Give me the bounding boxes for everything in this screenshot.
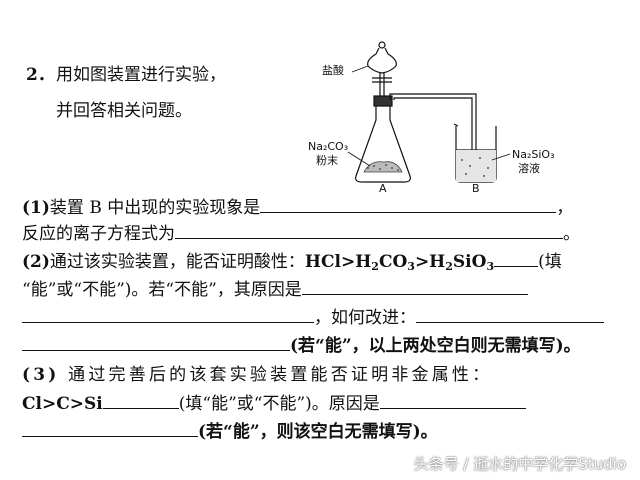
- part2-blank-can[interactable]: [494, 250, 539, 267]
- part2-line1-text: 通过该实验装置，能否证明酸性：: [49, 252, 305, 272]
- nonmetal-formula: Cl>C>Si: [22, 394, 103, 414]
- part2-line3-text: ，如何改进：: [314, 308, 416, 328]
- acidity-formula: HCl>H2CO3>H2SiO3: [305, 252, 494, 272]
- part3-line3: (若“能”，则该空白无需填写)。: [22, 420, 438, 443]
- part2-line2: “能”或“不能”)。若“不能”，其原因是: [22, 278, 528, 301]
- apparatus-drawing: [347, 41, 511, 183]
- part3-blank-reason[interactable]: [379, 392, 526, 409]
- part3-line1: (3) 通过完善后的该套实验装置能否证明非金属性：: [22, 364, 492, 386]
- question-intro-line1: 用如图装置进行实验，: [56, 65, 226, 85]
- part1-blank-phenomenon[interactable]: [260, 196, 557, 213]
- part3-line3-text: (若“能”，则该空白无需填写)。: [198, 422, 438, 442]
- part1-line2-end: 。: [563, 224, 580, 244]
- label-hcl: 盐酸: [322, 64, 344, 77]
- part1-tag: (1): [22, 198, 50, 218]
- part2-blank-reason[interactable]: [301, 278, 528, 295]
- part3-line2-text: (填“能”或“不能”)。原因是: [178, 394, 380, 414]
- formula-co3: CO: [378, 252, 408, 272]
- part3-line1-text: 通过完善后的该套实验装置能否证明非金属性：: [68, 365, 493, 385]
- funnel-stopper: [378, 41, 386, 49]
- formula-sio3: SiO: [452, 252, 487, 272]
- part2-line4-text: (若“能”，以上两处空白则无需填写)。: [290, 336, 581, 356]
- conical-flask-a: [355, 106, 411, 183]
- part1-line1-end: ，: [556, 198, 574, 218]
- na2co3-powder: [363, 161, 403, 173]
- flask-stopper: [373, 95, 393, 107]
- question-intro-line2: 并回答相关问题。: [56, 101, 192, 121]
- formula-sub-3b: 3: [486, 260, 495, 273]
- part2-blank-reason-cont[interactable]: [22, 306, 314, 323]
- part3-tag: (3): [22, 365, 60, 385]
- funnel-bulb: [367, 47, 397, 74]
- part3-line2: Cl>C>Si (填“能”或“不能”)。原因是: [22, 392, 526, 415]
- part1-line1: (1)装置 B 中出现的实验现象是 ，: [22, 196, 573, 219]
- apparatus-diagram: 盐酸 Na₂CO₃ 粉末 A B Na₂SiO₃ 溶液: [296, 36, 576, 196]
- part2-line3: ，如何改进：: [22, 306, 604, 329]
- label-flask-a: A: [379, 182, 387, 195]
- part3-blank-can[interactable]: [102, 392, 179, 409]
- part1-line1-text: 装置 B 中出现的实验现象是: [49, 198, 261, 218]
- label-na2co3: Na₂CO₃: [308, 140, 349, 153]
- formula-hcl: HCl>H: [304, 252, 372, 272]
- part2-blank-improve[interactable]: [416, 306, 604, 323]
- label-solution: 溶液: [518, 162, 540, 175]
- part2-line1: (2)通过该实验装置，能否证明酸性：HCl>H2CO3>H2SiO3(填: [22, 250, 562, 273]
- formula-sub-3a: 3: [407, 260, 415, 273]
- part2-tag: (2): [22, 252, 50, 272]
- watermark: 头条号 / 逝水的中学化学Studio: [413, 455, 626, 473]
- part2-line4: (若“能”，以上两处空白则无需填写)。: [22, 334, 581, 357]
- part2-line1-end: (填: [538, 252, 562, 272]
- part1-line2-text: 反应的离子方程式为: [22, 224, 175, 244]
- na2sio3-solution: [456, 150, 496, 182]
- part1-blank-equation[interactable]: [175, 222, 563, 239]
- question-number: 2．: [26, 65, 55, 85]
- formula-sub-2b: 2: [445, 260, 453, 273]
- part2-line2-text: “能”或“不能”)。若“不能”，其原因是: [22, 280, 302, 300]
- label-powder: 粉末: [316, 154, 338, 167]
- formula-gt-h: >H: [414, 252, 446, 272]
- part3-blank-reason-cont[interactable]: [22, 420, 198, 437]
- part1-line2: 反应的离子方程式为 。: [22, 222, 580, 245]
- label-na2sio3: Na₂SiO₃: [512, 148, 555, 161]
- label-beaker-b: B: [472, 182, 480, 195]
- formula-sub-2a: 2: [371, 260, 379, 273]
- part2-blank-improve-cont[interactable]: [22, 334, 290, 351]
